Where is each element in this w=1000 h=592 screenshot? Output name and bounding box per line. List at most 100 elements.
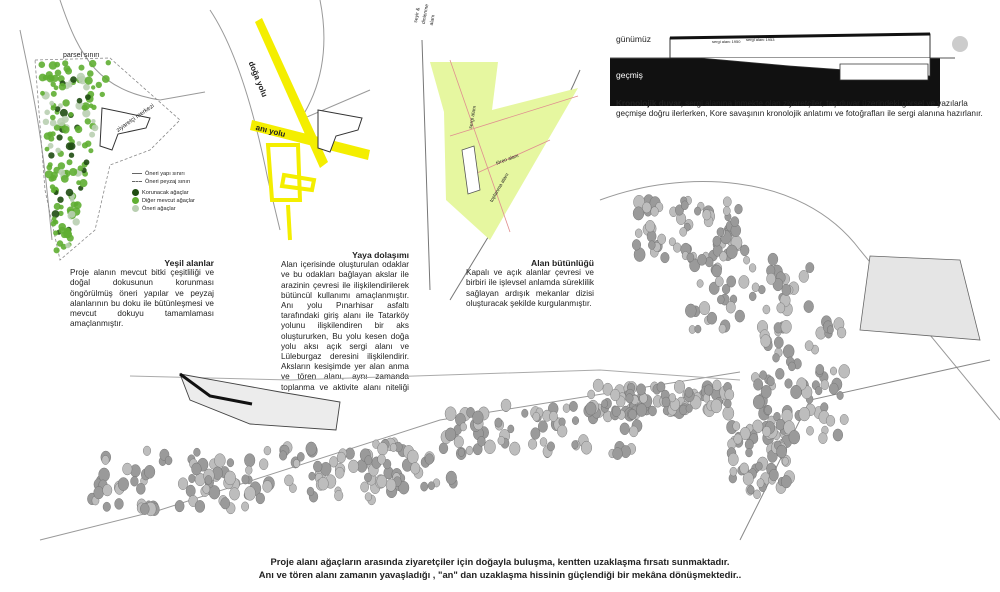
tree-dot [68,210,76,218]
tree-dot [89,59,97,68]
tree-dot [50,105,56,111]
tree-dot [44,109,50,116]
tree-mark [537,420,548,433]
tree-dot [58,223,66,231]
tree-dot [70,76,77,83]
tree-mark [177,477,188,490]
tree-mark [364,492,373,502]
tree-mark [410,462,421,475]
tree-mark [776,444,787,459]
tree-mark [532,412,541,422]
tree-mark [726,275,736,288]
tree-mark [749,263,757,273]
tree-mark [756,478,765,488]
tree-mark [98,467,110,482]
tree-mark [839,414,849,425]
legend-proposed-trees: Öneri ağaçlar [142,206,176,212]
tree-mark [697,254,707,266]
tree-mark [657,233,667,245]
tree-mark [781,457,789,466]
tree-mark [732,421,741,431]
tree-mark [459,422,467,432]
tree-mark [140,503,150,515]
section-drawing [610,32,968,106]
tree-mark [377,442,389,456]
tree-mark [635,228,643,238]
tree-dot [58,168,65,176]
tree-mark [760,384,772,399]
tree-mark [716,227,725,237]
tree-mark [820,379,830,391]
other-tree-icon [132,197,139,205]
tree-dot [68,152,75,158]
tree-dot [101,75,110,83]
bottom-caption-line-1: Proje alanı ağaçların arasında ziyaretçi… [270,556,730,567]
tree-mark [587,389,596,400]
tree-mark [484,439,496,455]
tree-mark [581,440,593,455]
tree-dot [60,243,67,250]
tree-mark [329,456,339,468]
tree-mark [656,381,666,393]
tree-mark [685,404,693,413]
tree-dot [75,101,84,110]
tree-mark [569,401,578,412]
tree-mark [679,227,687,237]
tree-mark [806,426,814,436]
tree-mark [102,501,111,512]
tree-mark [229,487,240,501]
tree-mark [263,445,272,456]
tree-mark [766,376,775,387]
tree-dot [53,247,60,254]
tree-dot [57,196,64,203]
green-areas-plan [0,0,206,293]
axonometric-view-bottom [39,369,741,541]
tree-dot [53,124,61,131]
tree-mark [762,304,771,315]
tree-dot [50,90,57,97]
pedestrian-title: Yaya dolaşımı [352,250,409,260]
tree-mark [308,471,316,481]
tree-mark [752,394,765,410]
tree-dot [77,165,84,171]
proposed-tree-icon [132,205,139,213]
tree-mark [780,319,792,334]
tree-mark [772,353,780,363]
tree-mark [718,323,727,334]
section-inner-label-1: sergi alanı 1950 [712,39,741,44]
tree-mark [723,206,731,216]
tree-mark [722,406,735,421]
tree-mark [453,435,464,449]
tree-mark [130,476,139,487]
tree-mark [457,448,465,457]
tree-mark [772,278,784,292]
tree-mark [673,242,682,253]
legend-protected-trees: Korunacak ağaçlar [142,190,189,196]
tree-dot [105,60,112,66]
tree-mark [788,430,801,445]
tree-dot [88,148,94,154]
tree-mark [144,465,156,479]
tree-mark [694,324,702,334]
tree-mark [336,451,346,464]
tree-dot [57,117,66,127]
tree-dot [83,83,90,91]
tree-mark [838,364,850,379]
tree-mark [723,196,732,208]
tree-mark [798,270,809,283]
tree-dot [68,112,74,117]
tree-mark [781,283,792,296]
tree-dot [53,202,61,211]
tree-mark [753,489,761,499]
tree-dot [47,162,53,168]
tree-mark [788,361,796,372]
tree-dot [47,142,54,149]
tree-mark [798,407,811,422]
tree-mark [632,239,642,251]
tree-mark [398,480,410,495]
tree-dot [84,118,92,125]
tree-mark [767,252,779,266]
tree-mark [174,500,185,513]
tree-mark [102,484,113,497]
tree-dot [42,118,50,126]
